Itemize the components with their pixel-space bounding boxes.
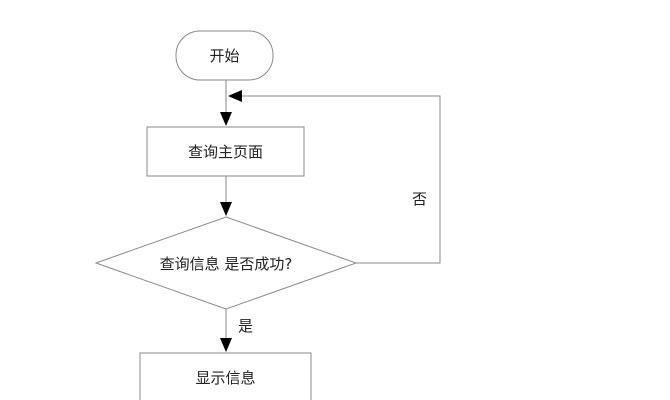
arrowhead-left-icon (228, 90, 242, 102)
query-home-process-shape (146, 126, 305, 177)
start-node: 开始 (175, 30, 274, 81)
decision-node: 查询信息 是否成功? (94, 216, 358, 310)
start-label: 开始 (209, 47, 239, 65)
edge-label-no: 否 (412, 190, 427, 208)
query-home-node: 查询主页面 (146, 126, 305, 177)
show-info-label: 显示信息 (195, 369, 255, 387)
edge-decision-no-loop (241, 95, 441, 264)
edge-label-yes: 是 (238, 317, 253, 335)
show-info-node: 显示信息 (139, 352, 312, 400)
arrowhead-down-icon (220, 338, 232, 352)
arrowhead-down-icon (220, 112, 232, 126)
arrowhead-down-icon (220, 202, 232, 216)
start-terminal-shape (175, 30, 274, 81)
show-info-process-shape (139, 352, 312, 400)
query-home-label: 查询主页面 (188, 143, 263, 161)
decision-label: 查询信息 是否成功? (160, 255, 293, 273)
